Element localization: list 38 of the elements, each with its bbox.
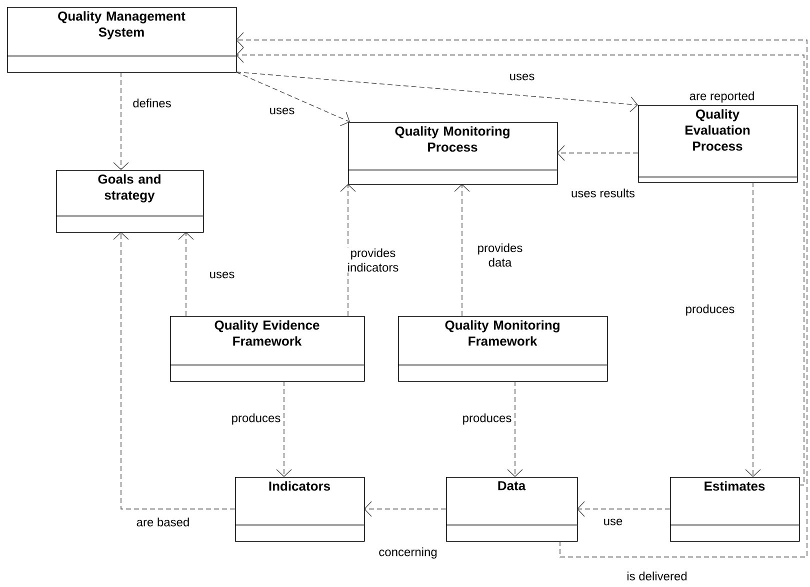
arrow bbox=[178, 232, 194, 316]
edge-label: is delivered bbox=[626, 570, 688, 582]
class-box: Indicators bbox=[234, 477, 365, 542]
arrow bbox=[236, 72, 350, 126]
arrow bbox=[364, 501, 446, 517]
edge-label: uses bbox=[268, 106, 296, 116]
edge-label: uses bbox=[208, 270, 236, 280]
edge-label: provides indicators bbox=[342, 247, 404, 273]
class-box: Quality Management System bbox=[6, 7, 237, 73]
arrow bbox=[577, 501, 670, 517]
edge-label: produces bbox=[230, 412, 282, 426]
class-box: Data bbox=[446, 477, 578, 542]
edge-label: defines bbox=[132, 98, 172, 108]
class-box: Quality Monitoring Process bbox=[348, 122, 558, 185]
edge-label: concerning bbox=[378, 546, 438, 560]
edge-label: produces bbox=[684, 303, 736, 317]
edge-label: provides data bbox=[469, 242, 531, 268]
edge-label: uses bbox=[508, 72, 536, 82]
edge-label: uses results bbox=[570, 188, 636, 198]
edge-label: are based bbox=[135, 516, 191, 528]
edge-label: produces bbox=[461, 412, 513, 426]
arrow bbox=[113, 232, 236, 510]
arrow bbox=[113, 72, 129, 170]
arrow bbox=[507, 380, 523, 477]
class-box: Quality Evidence Framework bbox=[170, 316, 365, 382]
arrow bbox=[557, 145, 638, 161]
arrow bbox=[276, 380, 292, 477]
arrow bbox=[454, 184, 470, 316]
class-box: Quality Evaluation Process bbox=[638, 105, 798, 183]
arrow bbox=[236, 47, 804, 486]
class-box: Estimates bbox=[670, 477, 800, 542]
class-box: Quality Monitoring Framework bbox=[398, 316, 608, 382]
class-box: Goals and strategy bbox=[56, 170, 204, 233]
edge-label: are reported bbox=[688, 90, 756, 104]
arrow bbox=[236, 72, 638, 112]
arrow bbox=[236, 32, 808, 558]
arrow bbox=[745, 182, 761, 477]
edge-label: use bbox=[602, 518, 624, 526]
